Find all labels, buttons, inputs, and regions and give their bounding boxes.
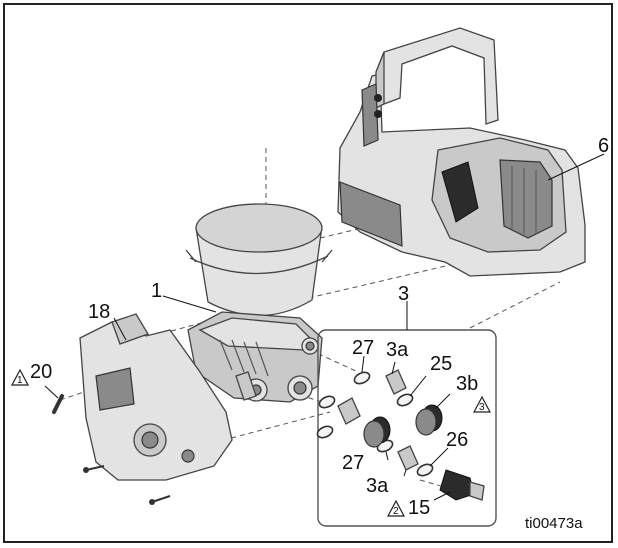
valve-left-top (337, 397, 361, 425)
callout-26: 26 (446, 429, 468, 451)
o-ring-left-top (318, 395, 336, 409)
figure-id: ti00473a (525, 515, 583, 532)
callout-18: 18 (88, 301, 110, 323)
callout-20: 20 (30, 361, 52, 383)
valve-cap-3b (415, 404, 443, 436)
callout-6: 6 (598, 135, 609, 157)
callout-3: 3 (398, 283, 409, 305)
warning-triangle-3: 3 (473, 395, 491, 413)
svg-text:2: 2 (393, 506, 399, 517)
callout-3a-bottom: 3a (366, 475, 389, 497)
o-ring-26 (416, 463, 434, 477)
part-1-pump-and-shroud (185, 203, 333, 403)
leader-lines (44, 153, 605, 501)
warning-triangle-2: 2 (387, 499, 405, 517)
part-18-front-cover (79, 313, 233, 505)
o-ring-left-bottom (316, 425, 334, 439)
warning-triangle-1: 1 (11, 368, 29, 386)
o-ring-27-top (353, 371, 371, 385)
callout-3a-top: 3a (386, 339, 409, 361)
callout-27-top: 27 (352, 337, 374, 359)
o-ring-25 (396, 393, 414, 407)
valve-3a-bottom (397, 445, 419, 471)
callout-1: 1 (151, 280, 162, 302)
part-6-frame-housing (337, 27, 586, 277)
detail-box-item-3 (316, 329, 497, 527)
callout-27-bottom: 27 (342, 452, 364, 474)
svg-text:1: 1 (17, 375, 23, 386)
svg-text:3: 3 (479, 402, 485, 413)
callout-15: 15 (408, 497, 430, 519)
callout-labels: 1 3 6 18 20 27 3a 25 3b 26 27 3a 15 ti00… (30, 135, 609, 532)
callout-25: 25 (430, 353, 452, 375)
part-20-pin (52, 394, 64, 414)
valve-cap-left (363, 416, 391, 448)
valve-3a-top (385, 369, 407, 395)
callout-3b: 3b (456, 373, 478, 395)
